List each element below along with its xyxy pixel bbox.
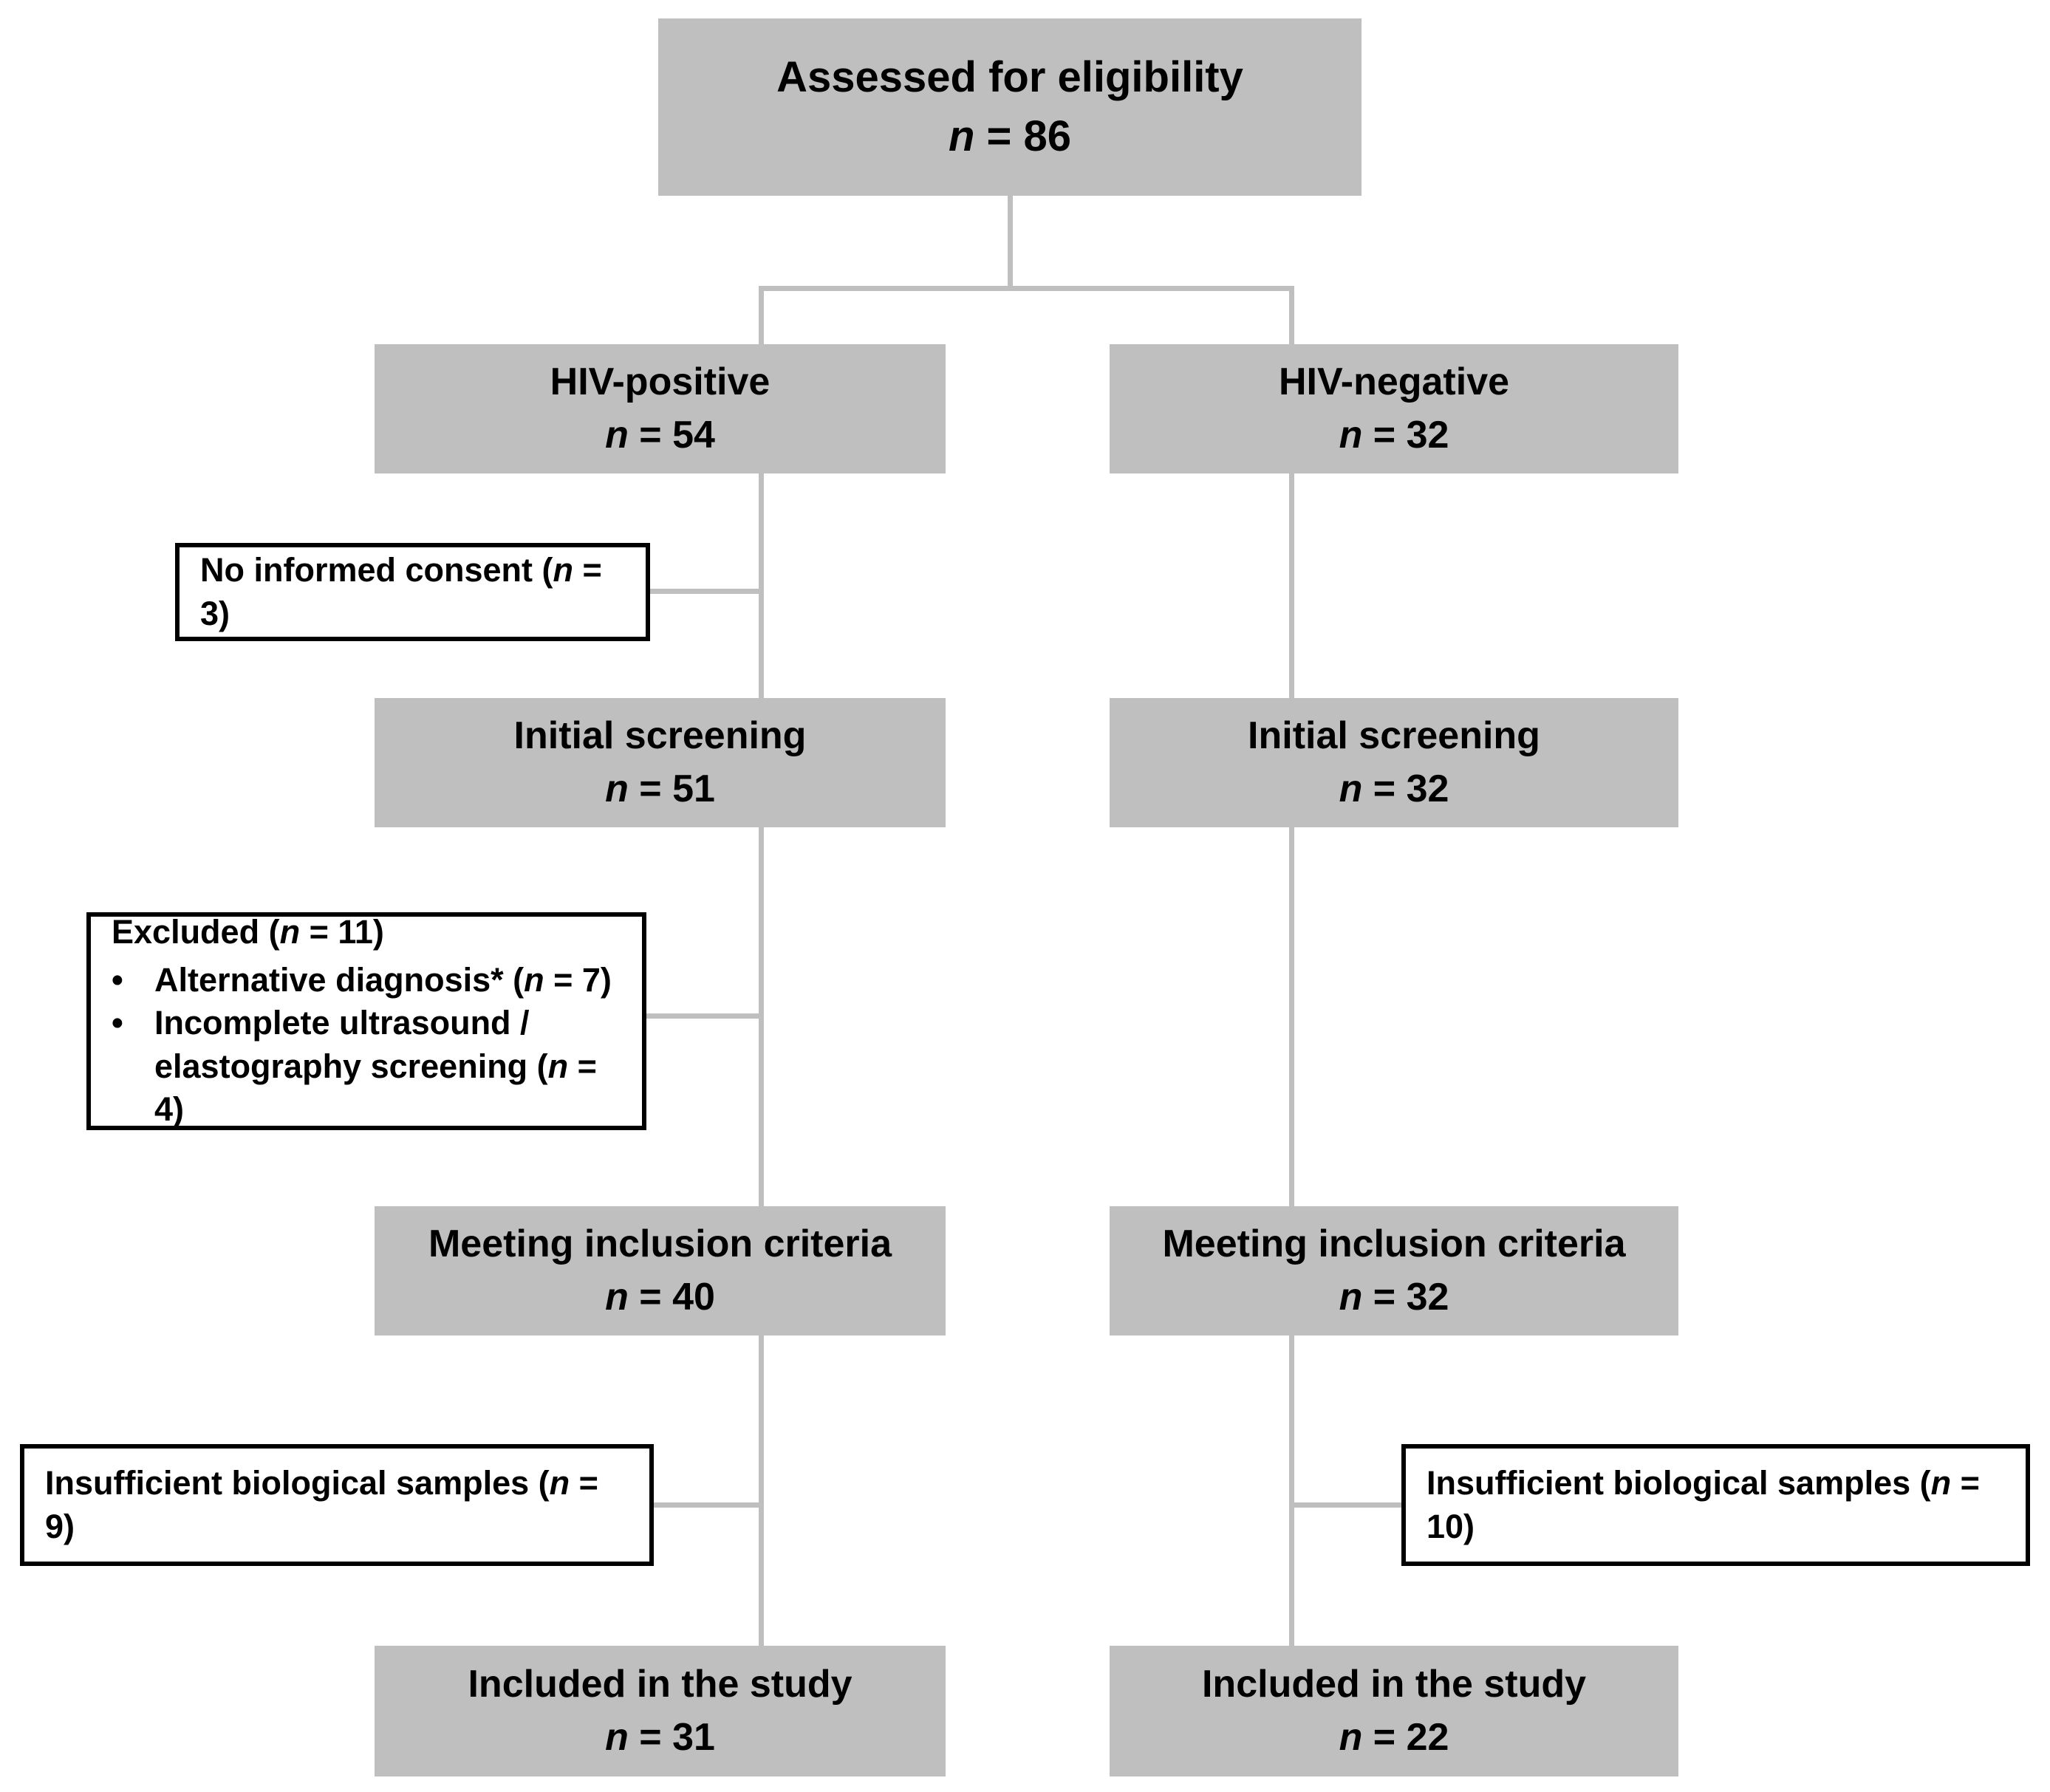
note-bullet-text: Alternative diagnosis* (n = 7) <box>154 960 612 999</box>
node-count: n = 32 <box>1339 1275 1449 1319</box>
note-insufficient-samples-hiv-positive: Insufficient biological samples (n = 9) <box>20 1444 654 1566</box>
node-label: Included in the study <box>1201 1662 1587 1706</box>
node-included-hiv-positive: Included in the study n = 31 <box>375 1646 946 1776</box>
node-count: n = 40 <box>605 1275 715 1319</box>
note-bullet-item: • Incomplete ultrasound / elastography s… <box>112 1002 624 1132</box>
connector-right-spine-2 <box>1289 826 1294 1208</box>
note-insufficient-samples-hiv-negative: Insufficient biological samples (n = 10) <box>1401 1444 2030 1566</box>
node-label: Meeting inclusion criteria <box>1162 1222 1626 1265</box>
connector-stub-insufficient-right <box>1293 1502 1401 1508</box>
connector-branch-horizontal <box>759 286 1294 291</box>
connector-right-branch-drop <box>1289 286 1294 344</box>
node-count: n = 31 <box>605 1715 715 1759</box>
node-meeting-inclusion-hiv-negative: Meeting inclusion criteria n = 32 <box>1110 1206 1678 1336</box>
note-bullet-text: Incomplete ultrasound / elastography scr… <box>154 1004 597 1129</box>
note-excluded: Excluded (n = 11) • Alternative diagnosi… <box>86 912 646 1130</box>
node-initial-screening-hiv-negative: Initial screening n = 32 <box>1110 698 1678 827</box>
node-count: n = 51 <box>605 767 715 810</box>
note-no-informed-consent: No informed consent (n = 3) <box>175 543 650 641</box>
connector-left-spine-3 <box>759 1334 764 1647</box>
bullet-icon: • <box>112 960 123 999</box>
node-meeting-inclusion-hiv-positive: Meeting inclusion criteria n = 40 <box>375 1206 946 1336</box>
node-count: n = 32 <box>1339 767 1449 810</box>
connector-right-spine-1 <box>1289 472 1294 700</box>
bullet-icon: • <box>112 1004 123 1042</box>
note-title: Excluded (n = 11) <box>112 913 384 951</box>
node-label: HIV-positive <box>550 360 771 403</box>
connector-stub-excluded <box>643 1013 761 1019</box>
node-hiv-positive: HIV-positive n = 54 <box>375 344 946 473</box>
note-text: Insufficient biological samples (n = 9) <box>45 1464 598 1545</box>
node-count: n = 86 <box>948 112 1072 160</box>
node-initial-screening-hiv-positive: Initial screening n = 51 <box>375 698 946 827</box>
connector-left-spine-2 <box>759 826 764 1208</box>
node-count: n = 54 <box>605 413 715 456</box>
note-bullet-item: • Alternative diagnosis* (n = 7) <box>112 959 619 1002</box>
node-label: Assessed for eligibility <box>776 52 1243 101</box>
node-label: Initial screening <box>513 714 807 757</box>
node-assessed-for-eligibility: Assessed for eligibility n = 86 <box>658 18 1361 196</box>
connector-left-branch-drop <box>759 286 764 344</box>
node-included-hiv-negative: Included in the study n = 22 <box>1110 1646 1678 1776</box>
note-text: Insufficient biological samples (n = 10) <box>1427 1464 1980 1545</box>
connector-stub-no-consent <box>647 589 761 594</box>
node-label: HIV-negative <box>1278 360 1510 403</box>
node-hiv-negative: HIV-negative n = 32 <box>1110 344 1678 473</box>
connector-left-spine-1 <box>759 472 764 700</box>
node-count: n = 22 <box>1339 1715 1449 1759</box>
node-label: Included in the study <box>468 1662 853 1706</box>
node-count: n = 32 <box>1339 413 1449 456</box>
connector-top-vertical <box>1008 194 1013 291</box>
connector-right-spine-3 <box>1289 1334 1294 1647</box>
note-text: No informed consent (n = 3) <box>200 551 602 632</box>
connector-stub-insufficient-left <box>651 1502 761 1508</box>
node-label: Initial screening <box>1248 714 1540 757</box>
node-label: Meeting inclusion criteria <box>428 1222 892 1265</box>
